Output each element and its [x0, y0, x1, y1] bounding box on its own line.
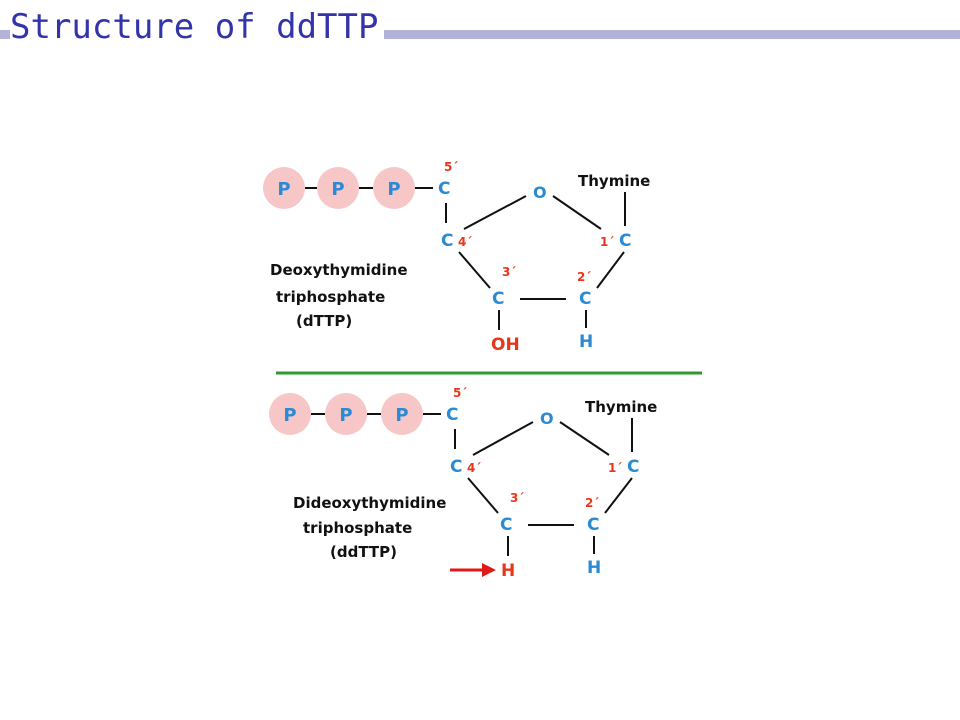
carbon-2-label: C — [587, 515, 599, 535]
carbon-1-label: C — [627, 457, 639, 477]
hydrogen-label: H — [587, 558, 601, 578]
carbon-5-label: C — [446, 405, 458, 425]
carbon-2-number: 2´ — [577, 270, 591, 284]
carbon-4-label: C — [441, 231, 453, 251]
compound-name-line3: (ddTTP) — [330, 543, 397, 561]
compound-name-line2: triphosphate — [303, 519, 412, 537]
bond-c4-c3 — [467, 477, 499, 514]
hydrogen-label: H — [579, 332, 593, 352]
carbon-4-label: C — [450, 457, 462, 477]
carbon-5-number: 5´ — [444, 160, 458, 174]
carbon-5-number: 5´ — [453, 386, 467, 400]
bond-c1-c2 — [604, 477, 633, 514]
ddttp-structure: P P P C 5´ C 4´ O Thymine 1´ C 3´ C 2´ C… — [269, 386, 657, 581]
phosphate-circle — [381, 393, 423, 435]
phosphate-circle — [373, 167, 415, 209]
carbon-3-label: C — [500, 515, 512, 535]
phosphate-circle — [325, 393, 367, 435]
phosphate-label: P — [395, 405, 408, 426]
phosphate-label: P — [283, 405, 296, 426]
bond-c4-c3 — [458, 251, 491, 289]
base-label: Thymine — [578, 172, 650, 190]
hydrogen-label-highlighted: H — [501, 561, 515, 581]
slide-title: Structure of ddTTP — [10, 6, 385, 48]
compound-name-line1: Deoxythymidine — [270, 261, 408, 279]
carbon-4-number: 4´ — [458, 235, 472, 249]
carbon-2-label: C — [579, 289, 591, 309]
carbon-1-label: C — [619, 231, 631, 251]
phosphate-circle — [269, 393, 311, 435]
carbon-3-number: 3´ — [502, 265, 516, 279]
phosphate-label: P — [339, 405, 352, 426]
phosphate-circle — [263, 167, 305, 209]
bond-c4-o — [472, 421, 534, 456]
carbon-1-number: 1´ — [608, 461, 622, 475]
bond-c4-o — [463, 195, 527, 230]
ring-oxygen-label: O — [540, 409, 554, 428]
bond-o-c1 — [559, 421, 610, 456]
carbon-2-number: 2´ — [585, 496, 599, 510]
base-label: Thymine — [585, 398, 657, 416]
phosphate-circle — [317, 167, 359, 209]
bond-o-c1 — [552, 195, 602, 230]
ring-oxygen-label: O — [533, 183, 547, 202]
hydroxyl-label: OH — [491, 335, 520, 355]
compound-name-line2: triphosphate — [276, 288, 385, 306]
phosphate-label: P — [331, 179, 344, 200]
carbon-1-number: 1´ — [600, 235, 614, 249]
compound-name-line1: Dideoxythymidine — [293, 494, 446, 512]
dttp-structure: P P P C 5´ C 4´ O Thymine 1´ C 3´ C 2´ C… — [263, 160, 650, 355]
highlight-arrow-head — [482, 563, 496, 577]
carbon-3-number: 3´ — [510, 491, 524, 505]
phosphate-label: P — [387, 179, 400, 200]
carbon-4-number: 4´ — [467, 461, 481, 475]
phosphate-label: P — [277, 179, 290, 200]
compound-name-line3: (dTTP) — [296, 312, 352, 330]
carbon-5-label: C — [438, 179, 450, 199]
bond-c1-c2 — [596, 251, 625, 289]
carbon-3-label: C — [492, 289, 504, 309]
title-underline-bar — [0, 30, 960, 39]
